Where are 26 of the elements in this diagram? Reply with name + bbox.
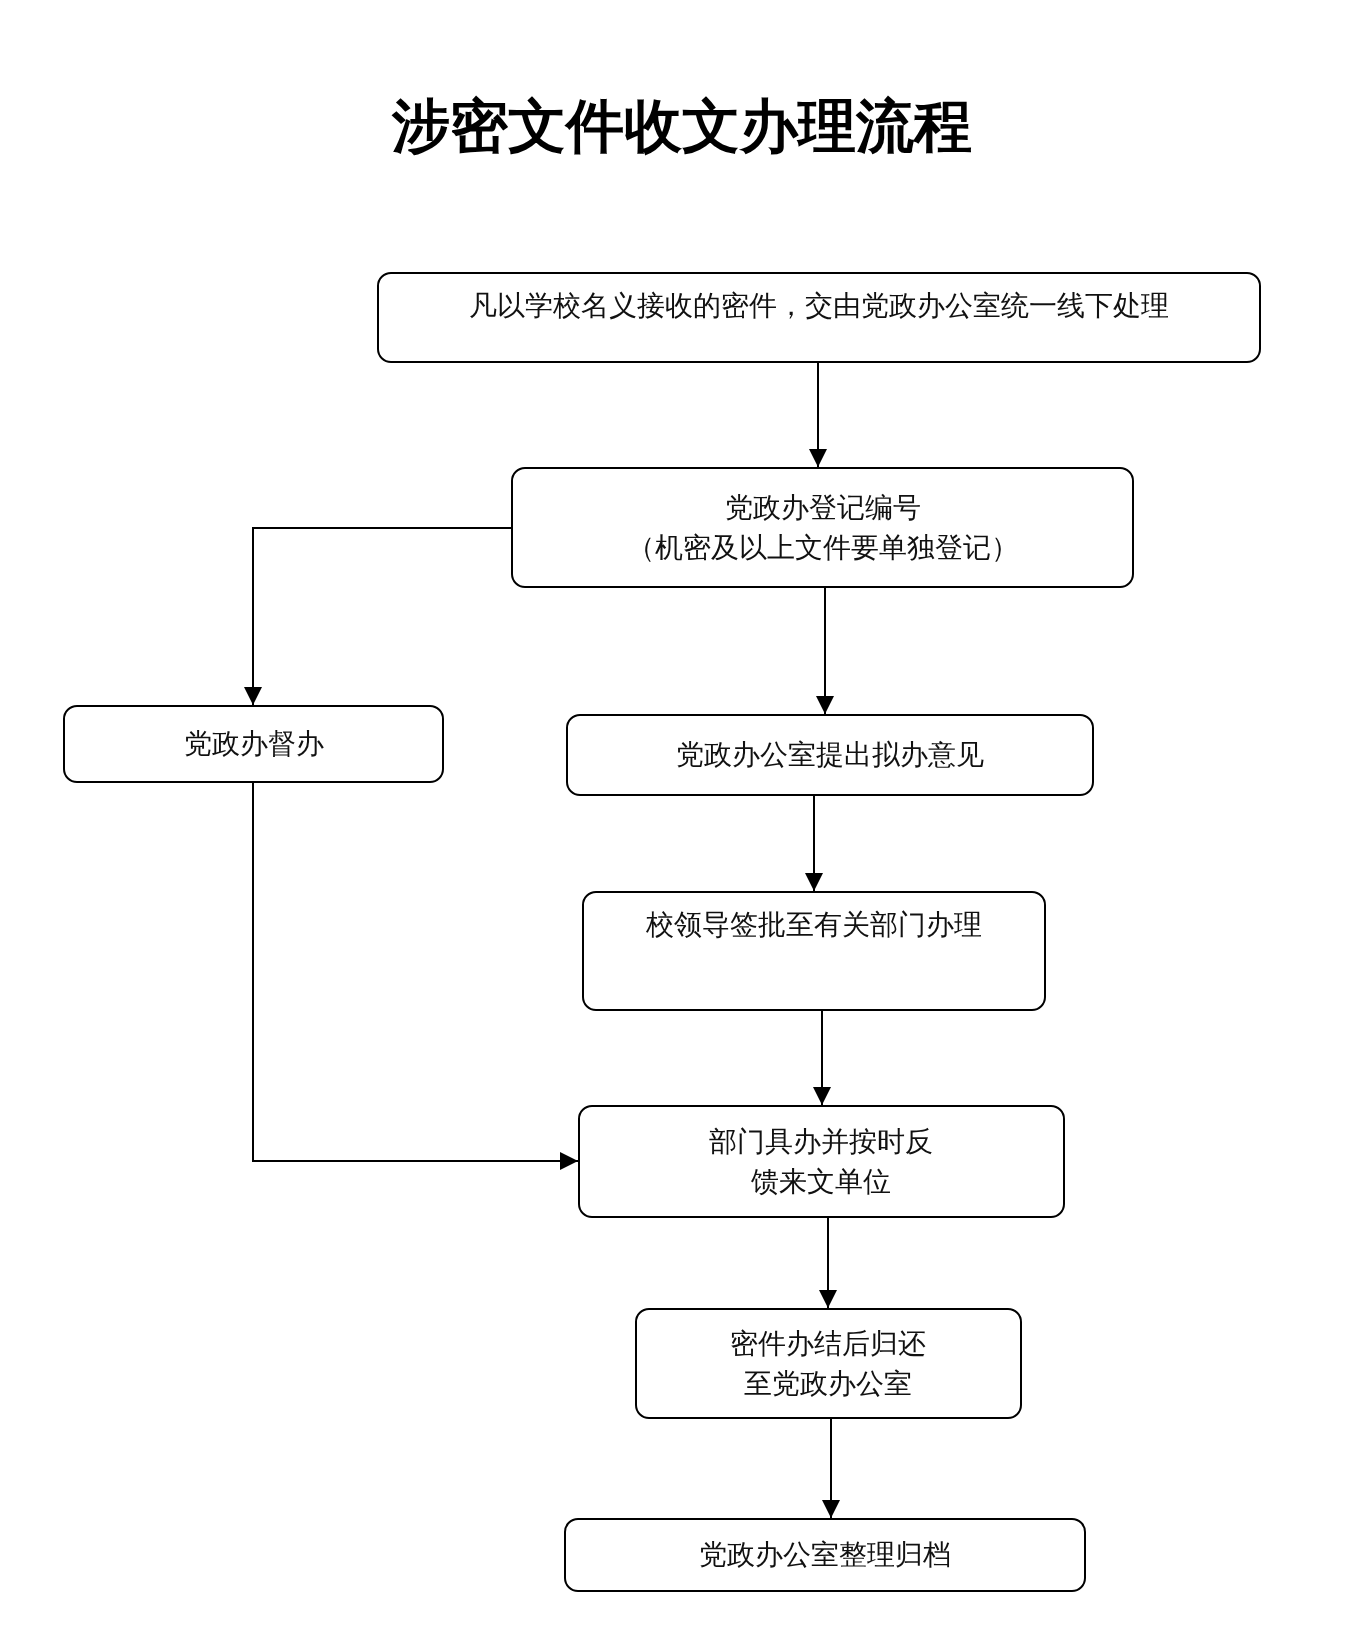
step-text: 党政办登记编号 (724, 491, 921, 526)
arrow (816, 587, 834, 715)
arrow (805, 795, 823, 892)
step-text: 党政办督办 (183, 727, 324, 762)
process-box (582, 891, 1046, 1011)
process-box (566, 714, 1094, 796)
process-box (564, 1518, 1086, 1592)
step-text: 党政办公室提出拟办意见 (676, 738, 984, 773)
diagram-title: 涉密文件收文办理流程 (390, 93, 973, 161)
process-box (377, 272, 1261, 363)
step-text: 校领导签批至有关部门办理 (646, 908, 982, 942)
arrow (244, 527, 512, 706)
step-text: 凡以学校名义接收的密件，交由党政办公室统一线下处理 (469, 289, 1169, 323)
process-box (635, 1308, 1022, 1419)
step-text: 部门具办并按时反馈来文单位 (708, 1125, 935, 1199)
step-text: 党政办公室整理归档 (699, 1538, 951, 1573)
arrow (819, 1217, 837, 1309)
arrow (813, 1010, 831, 1106)
step-text: （机密及以上文件要单独登记） (626, 530, 1019, 565)
process-box (511, 467, 1134, 588)
process-box (63, 705, 444, 783)
arrow (252, 782, 579, 1170)
step-text: 密件办结后归还至党政办公室 (729, 1327, 928, 1401)
arrow (809, 362, 827, 468)
arrow (822, 1418, 840, 1519)
process-box (578, 1105, 1065, 1218)
